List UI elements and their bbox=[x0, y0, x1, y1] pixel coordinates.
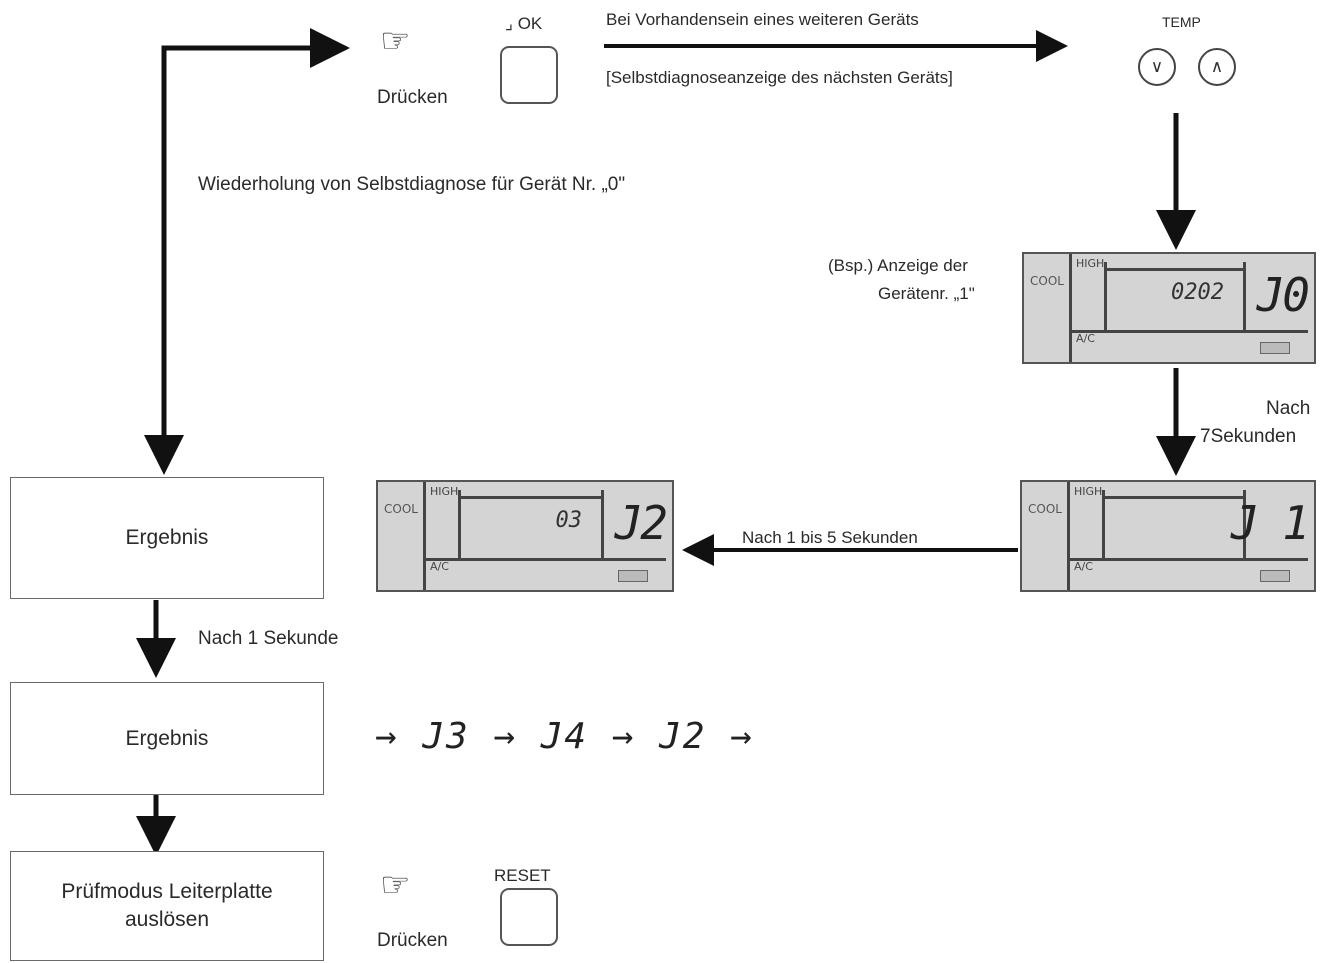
lcd3-value: 03 bbox=[555, 508, 583, 533]
lcd1-code: J0 bbox=[1256, 268, 1310, 322]
next-device-label: Bei Vorhandensein eines weiteren Geräts bbox=[606, 10, 919, 29]
loop-arrow bbox=[161, 28, 350, 465]
result-box-1: Ergebnis bbox=[10, 477, 324, 599]
repeat-label: Wiederholung von Selbstdiagnose für Gerä… bbox=[198, 174, 626, 195]
lcd3-code: J2 bbox=[614, 496, 668, 550]
code-sequence: → J3 → J4 → J2 → bbox=[375, 716, 754, 757]
example-label-line2: Gerätenr. „1" bbox=[878, 284, 975, 303]
result-box-2: Ergebnis bbox=[10, 682, 324, 795]
pointing-hand-icon: ☞ bbox=[380, 22, 411, 60]
chevron-up-icon: ∧ bbox=[1210, 57, 1224, 77]
press-label-top: Drücken bbox=[377, 87, 448, 108]
lcd-display-3: COOL HIGH A/C 03 J2 bbox=[376, 480, 674, 592]
chevron-down-icon: ∨ bbox=[1150, 57, 1164, 77]
pointing-hand-icon-bottom: ☞ bbox=[380, 866, 411, 904]
reset-label: RESET bbox=[494, 866, 551, 885]
lcd1-value: 0202 bbox=[1171, 280, 1224, 305]
reset-button[interactable] bbox=[500, 888, 558, 946]
lcd-display-1: COOL HIGH A/C 0202 J0 bbox=[1022, 252, 1316, 364]
next-device-note: [Selbstdiagnoseanzeige des nächsten Gerä… bbox=[606, 68, 953, 87]
ok-button[interactable] bbox=[500, 46, 558, 104]
after-7s-line2: 7Sekunden bbox=[1200, 426, 1297, 447]
after-1-5s-label: Nach 1 bis 5 Sekunden bbox=[742, 528, 918, 547]
trigger-box: Prüfmodus Leiterplatte auslösen bbox=[10, 851, 324, 961]
temp-down-button[interactable]: ∨ bbox=[1138, 48, 1176, 86]
lcd2-code: J 1 bbox=[1230, 496, 1310, 550]
temp-up-button[interactable]: ∧ bbox=[1198, 48, 1236, 86]
after-1s-label: Nach 1 Sekunde bbox=[198, 628, 339, 649]
ok-label: ⌟ OK bbox=[505, 14, 543, 33]
temp-label: TEMP bbox=[1162, 14, 1201, 30]
lcd-display-2: COOL HIGH A/C J 1 bbox=[1020, 480, 1316, 592]
after-7s-line1: Nach bbox=[1266, 398, 1311, 419]
example-label-line1: (Bsp.) Anzeige der bbox=[828, 256, 968, 275]
press-label-bottom: Drücken bbox=[377, 930, 448, 951]
